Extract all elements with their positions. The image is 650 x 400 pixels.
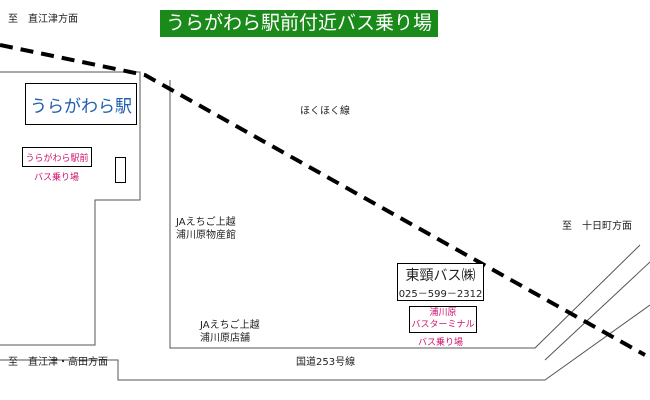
direction-naoetsu-label: 至 直江津方面 bbox=[8, 14, 78, 25]
ja-tenpo-line1: JAえちご上越 bbox=[200, 320, 260, 331]
map-title: うらがわら駅前付近バス乗り場 bbox=[160, 10, 439, 37]
national-road-label: 国道253号線 bbox=[296, 357, 356, 368]
station-name-box: うらがわら駅 bbox=[25, 83, 137, 125]
station-name: うらがわら駅 bbox=[30, 96, 132, 117]
ja-bussankan-label: JAえちご上越 浦川原物産館 bbox=[176, 217, 236, 242]
ja-bussankan-line1: JAえちご上越 bbox=[176, 217, 236, 228]
bus-company-box: 東頸バス㈱ 025－599－2312 bbox=[397, 263, 484, 301]
station-bus-stop-label: バス乗り場 bbox=[34, 173, 80, 183]
bus-terminal-line1: 浦川原 bbox=[429, 308, 457, 318]
railway-line bbox=[0, 43, 646, 357]
road-right-edge bbox=[544, 261, 650, 361]
bus-terminal-line2: バスターミナル bbox=[411, 319, 475, 330]
road-center-block bbox=[169, 80, 641, 349]
station-bus-stop-box: うらがわら駅前 bbox=[22, 147, 92, 167]
direction-naoetsu-takada-label: 至 直江津・高田方面 bbox=[8, 357, 108, 368]
bus-terminal-stop-label: バス乗り場 bbox=[418, 338, 464, 348]
bus-company-name: 東頸バス㈱ bbox=[405, 268, 476, 284]
bus-stop-marker bbox=[115, 157, 126, 183]
national-road-bottom bbox=[0, 304, 650, 381]
station-bus-stop-name: うらがわら駅前 bbox=[25, 153, 89, 164]
bus-company-phone: 025－599－2312 bbox=[398, 289, 483, 300]
ja-bussankan-line2: 浦川原物産館 bbox=[176, 229, 236, 241]
bus-terminal-box: 浦川原 バスターミナル bbox=[409, 306, 477, 333]
road-left-block bbox=[0, 71, 141, 346]
railway-name-label: ほくほく線 bbox=[300, 106, 350, 117]
ja-tenpo-line2: 浦川原店舗 bbox=[200, 332, 250, 344]
direction-tokamachi-label: 至 十日町方面 bbox=[562, 221, 632, 232]
ja-tenpo-label: JAえちご上越 浦川原店舗 bbox=[200, 320, 260, 345]
